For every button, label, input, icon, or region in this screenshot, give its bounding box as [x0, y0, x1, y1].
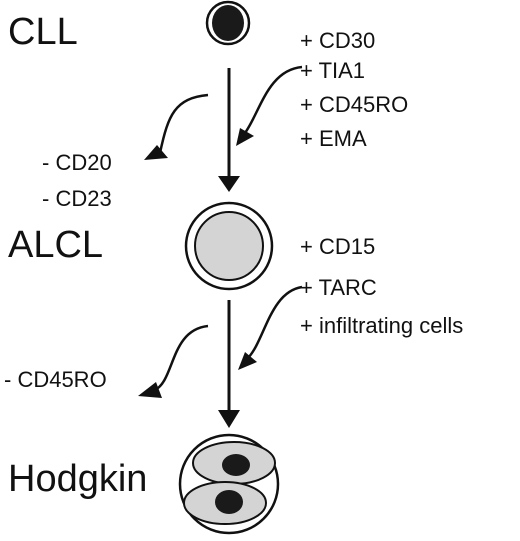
arrowhead-icon: [238, 352, 257, 370]
arrowhead-icon: [236, 128, 254, 146]
arrowhead-icon: [218, 410, 240, 428]
cll-cell-icon: [205, 0, 251, 46]
hodgkin-cell-icon: [178, 433, 280, 535]
gained-marker: + CD15: [300, 234, 376, 259]
stage-label-hodgkin: Hodgkin: [8, 458, 148, 500]
gained-marker: + EMA: [300, 126, 367, 151]
gained-marker: + infiltrating cells: [300, 313, 464, 338]
curved-arrow-gained: [247, 285, 303, 359]
lost-marker: - CD45RO: [4, 367, 107, 392]
gained-marker: + CD45RO: [300, 92, 409, 117]
alcl-cell-icon: [184, 201, 274, 291]
curved-arrow-lost: [158, 93, 209, 154]
stage-label-alcl: ALCL: [8, 224, 104, 266]
arrowhead-icon: [138, 382, 162, 398]
arrowhead-icon: [218, 176, 240, 192]
gained-marker: + TIA1: [300, 58, 366, 83]
gained-marker: + TARC: [300, 275, 377, 300]
stage-label-cll: CLL: [8, 11, 78, 53]
lost-marker: - CD20: [42, 150, 112, 175]
arrowhead-icon: [144, 145, 168, 160]
curved-arrow-lost: [154, 324, 209, 392]
lost-marker: - CD23: [42, 186, 112, 211]
gained-marker: + CD30: [300, 28, 376, 53]
curved-arrow-gained: [243, 65, 303, 134]
